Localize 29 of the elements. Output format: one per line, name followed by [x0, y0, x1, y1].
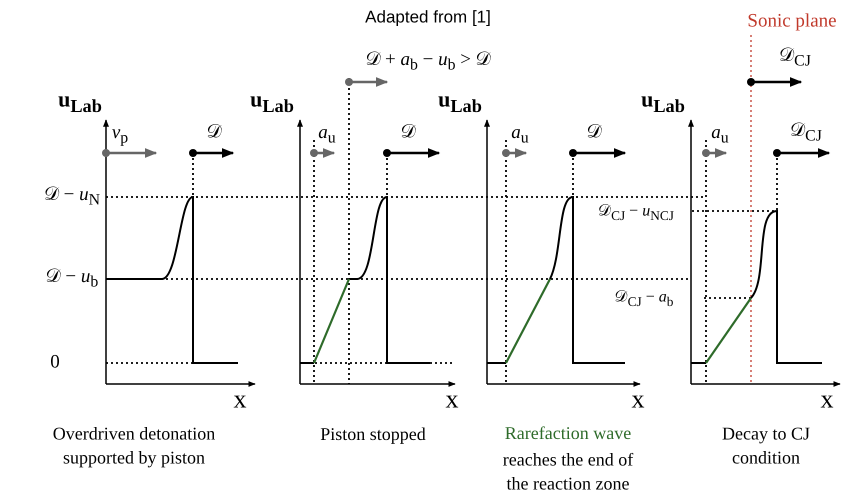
velocity-label: 𝒟: [206, 122, 222, 144]
axis-label: x: [234, 386, 246, 414]
axis-label: u$_{Lab}$: [58, 88, 102, 116]
tick-label: 0: [50, 352, 60, 374]
axis-label: u$_{Lab}$: [438, 88, 482, 116]
title: Adapted from [1]: [365, 8, 491, 28]
caption: Overdriven detonation supported by piston: [52, 422, 216, 470]
annotation: Sonic plane: [747, 12, 837, 32]
caption: Piston stopped: [319, 422, 427, 446]
tick-label: 𝒟$_{CJ}$ − a$_{b}$: [614, 288, 674, 310]
velocity-label: 𝒟$_{CJ}$: [779, 46, 811, 70]
axis-label: x: [820, 386, 834, 414]
axis-label: x: [446, 386, 458, 414]
caption: Decay to CJ condition: [721, 422, 811, 470]
axis-label: u$_{Lab}$: [641, 88, 685, 116]
velocity-label: 𝒟: [586, 122, 602, 144]
velocity-label: a$_{u}$: [511, 122, 529, 148]
axis-label: u$_{Lab}$: [250, 88, 294, 116]
velocity-label: 𝒟: [400, 122, 416, 144]
axis-label: x: [632, 386, 644, 414]
condition-label: 𝒟 + a$_{b}$ − u$_{b}$ > 𝒟: [365, 50, 491, 74]
caption: reaches the end of the reaction zone: [502, 448, 634, 496]
tick-label: 𝒟 − u$_{b}$: [46, 266, 98, 292]
velocity-label: a$_{u}$: [711, 122, 729, 148]
velocity-label: a$_{u}$: [318, 122, 336, 148]
velocity-label: v$_{p}$: [112, 122, 128, 148]
velocity-label: 𝒟$_{CJ}$: [790, 120, 822, 146]
tick-label: 𝒟 − u$_{N}$: [44, 184, 100, 210]
caption: Rarefaction wave: [504, 424, 632, 444]
